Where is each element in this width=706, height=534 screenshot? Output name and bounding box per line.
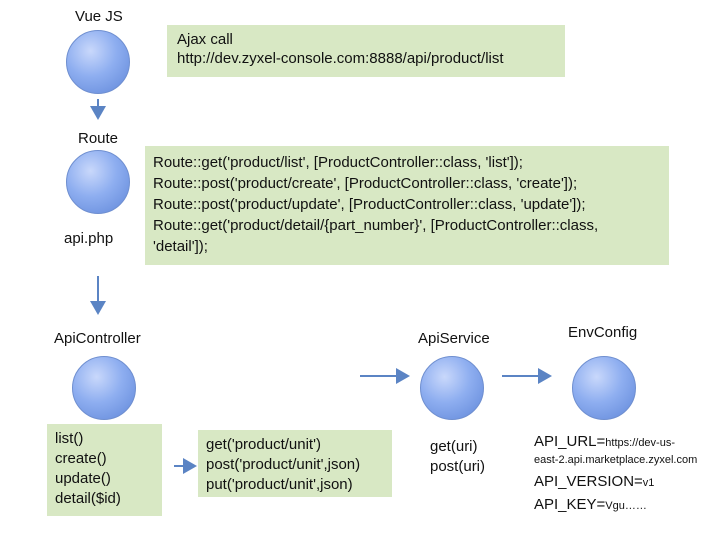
api-url-value: https://dev-us- <box>605 437 675 449</box>
api-version-key: API_VERSION= <box>534 473 643 490</box>
http-call: put('product/unit',json) <box>206 476 353 493</box>
routes-note: Route::get('product/list', [ProductContr… <box>145 146 669 265</box>
http-call: post('product/unit',json) <box>206 456 361 473</box>
envconfig-node <box>572 356 636 420</box>
envconfig-label: EnvConfig <box>568 324 638 341</box>
ajax-note: Ajax call http://dev.zyxel-console.com:8… <box>167 25 565 77</box>
service-method: post(uri) <box>430 458 486 475</box>
api-version-value: v1 <box>642 477 655 489</box>
api-url-value-cont: east-2.api.marketplace.zyxel.com <box>534 454 698 466</box>
route-sublabel: api.php <box>64 230 114 247</box>
route-label: Route <box>78 130 119 147</box>
apicontroller-label: ApiController <box>54 330 141 347</box>
controller-method: detail($id) <box>55 490 121 507</box>
vue-label: Vue JS <box>75 8 123 25</box>
api-key-value: Vgu…… <box>605 500 647 512</box>
controller-method: update() <box>55 470 111 487</box>
route-node <box>66 150 130 214</box>
vue-node <box>66 30 130 94</box>
ajax-note-line: http://dev.zyxel-console.com:8888/api/pr… <box>177 50 504 67</box>
apiservice-node <box>420 356 484 420</box>
route-line: Route::post('product/create', [ProductCo… <box>153 175 578 192</box>
route-line: Route::get('product/list', [ProductContr… <box>153 154 523 171</box>
route-line: 'detail']); <box>153 238 208 255</box>
controller-method: create() <box>55 450 107 467</box>
route-line: Route::post('product/update', [ProductCo… <box>153 196 586 213</box>
service-method: get(uri) <box>430 438 478 455</box>
route-line: Route::get('product/detail/{part_number}… <box>153 217 599 234</box>
apiservice-methods: get(uri) post(uri) <box>430 437 485 477</box>
controller-method: list() <box>55 430 84 447</box>
controller-methods-note: list() create() update() detail($id) <box>47 424 162 516</box>
env-config-values: API_URL=https://dev-us- east-2.api.marke… <box>534 433 697 515</box>
apiservice-label: ApiService <box>418 330 490 347</box>
ajax-note-line: Ajax call <box>177 31 233 48</box>
http-calls-note: get('product/unit') post('product/unit',… <box>198 430 392 497</box>
http-call: get('product/unit') <box>206 436 321 453</box>
apicontroller-node <box>72 356 136 420</box>
api-url-key: API_URL= <box>534 433 606 450</box>
api-key-key: API_KEY= <box>534 496 606 513</box>
